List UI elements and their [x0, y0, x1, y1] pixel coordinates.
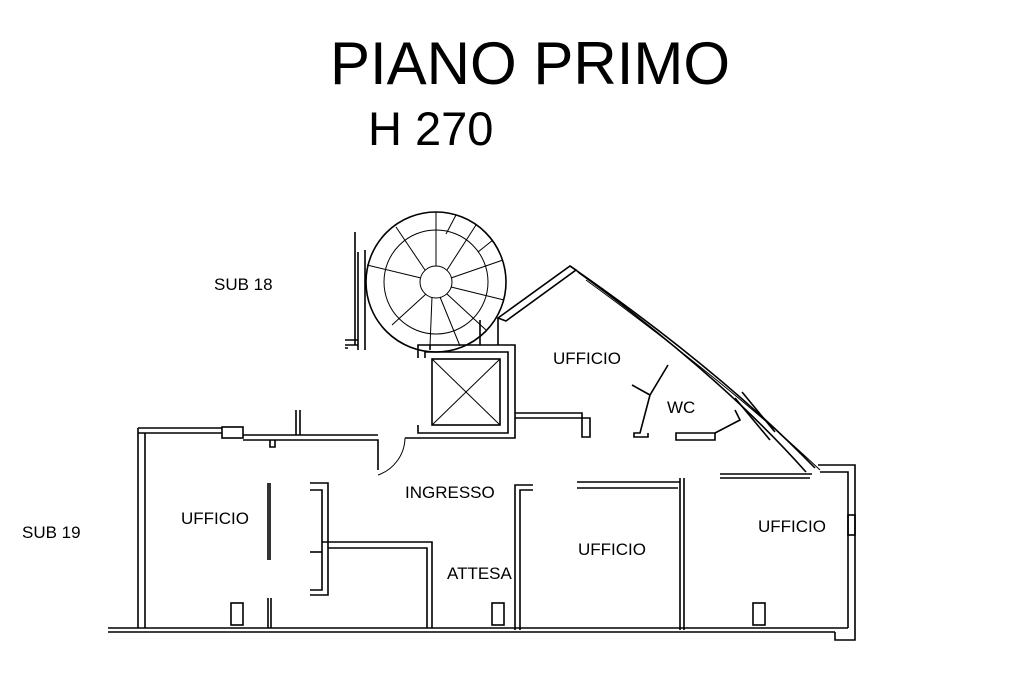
room-label-wc: WC [667, 398, 695, 417]
walls [108, 211, 856, 641]
label-sub-18: SUB 18 [214, 275, 273, 294]
plan-title: PIANO PRIMO [330, 30, 730, 97]
room-label-attesa: ATTESA [447, 564, 513, 583]
room-label-ufficio-center: UFFICIO [578, 540, 646, 559]
room-label-ufficio-west: UFFICIO [181, 509, 249, 528]
room-label-ufficio-east: UFFICIO [758, 517, 826, 536]
pillars [230, 602, 766, 626]
room-label-ufficio-north: UFFICIO [553, 349, 621, 368]
room-label-ingresso: INGRESSO [405, 483, 495, 502]
plan-height: H 270 [368, 102, 493, 155]
label-sub-19: SUB 19 [22, 523, 81, 542]
